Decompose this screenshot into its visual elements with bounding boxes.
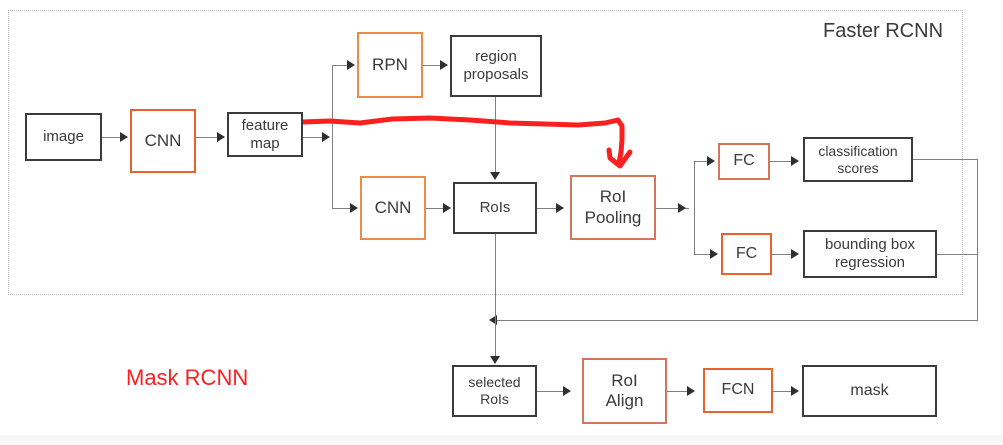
node-fc-bbox[interactable]: FC (721, 233, 772, 275)
node-roi-align-label: RoI Align (605, 370, 644, 410)
arrowhead-cnn-rois-to-rois (443, 203, 451, 213)
arrowhead-feature-map-to-split (322, 132, 330, 142)
edge-roi-pooling-to-fanout (656, 208, 689, 209)
edge-fanout-to-fc-bbox (694, 254, 711, 255)
faster-rcnn-group-frame (8, 10, 963, 295)
node-fcn-label: FCN (721, 381, 755, 399)
node-fc-cls[interactable]: FC (718, 143, 770, 180)
faster-rcnn-title: Faster RCNN (823, 20, 944, 42)
arrowhead-rpn-to-region-proposals (440, 60, 448, 70)
node-rois-label: RoIs (479, 199, 511, 217)
edge-roi-align-to-fcn (667, 391, 689, 392)
node-region-proposals-label: region proposals (463, 48, 529, 83)
edge-fanout-to-fc-cls (694, 161, 709, 162)
node-feature-map-label: feature map (241, 116, 289, 152)
mask-rcnn-title: Mask RCNN (126, 365, 249, 390)
node-roi-align[interactable]: RoI Align (582, 358, 667, 424)
arrowhead-fanout-to-fc-cls (707, 156, 715, 166)
node-region-proposals[interactable]: region proposals (450, 35, 542, 97)
edge-fc-bbox-to-bounding-box-regression (772, 254, 793, 255)
node-roi-pooling-label: RoI Pooling (584, 187, 642, 227)
node-fc-cls-label: FC (733, 152, 755, 170)
edge-cnn-rois-to-rois (426, 208, 445, 209)
split-junction-bus (332, 65, 333, 208)
arrowhead-fanout-to-fc-bbox (710, 249, 718, 259)
node-feature-map[interactable]: feature map (227, 112, 303, 157)
edge-fc-cls-to-classification-scores (770, 161, 792, 162)
arrowhead-split-to-rpn (347, 60, 355, 70)
node-fc-bbox-label: FC (735, 244, 758, 262)
edge-image-to-cnn (102, 137, 122, 138)
node-selected-rois-label: selected RoIs (468, 374, 521, 407)
feedback-bus-vertical (977, 159, 978, 321)
arrowhead-roi-align-to-fcn (687, 386, 695, 396)
edge-rois-to-roi-pooling (537, 208, 560, 209)
node-rois[interactable]: RoIs (453, 182, 537, 234)
arrowhead-rois-to-selected-rois (490, 356, 500, 364)
node-cnn-rois-label: CNN (374, 197, 412, 217)
feedback-bus-horizontal (495, 320, 978, 321)
node-classification-scores[interactable]: classification scores (803, 137, 913, 182)
fanout-junction-bus (694, 161, 695, 254)
arrowhead-cnn-to-feature-map (217, 132, 225, 142)
node-mask-label: mask (850, 381, 889, 399)
edge-cnn-to-feature-map (196, 137, 219, 138)
node-roi-pooling[interactable]: RoI Pooling (570, 175, 656, 240)
arrowhead-image-to-cnn (120, 132, 128, 142)
node-bounding-box-regression[interactable]: bounding box regression (803, 230, 937, 278)
edge-bounding-box-regression-to-bus (937, 254, 978, 255)
node-image-label: image (43, 128, 84, 146)
edge-classification-scores-to-bus (913, 159, 978, 160)
node-cnn-backbone-label: CNN (144, 130, 182, 150)
node-fcn[interactable]: FCN (703, 368, 773, 413)
node-cnn-backbone[interactable]: CNN (130, 109, 196, 173)
node-classification-scores-label: classification scores (818, 142, 898, 176)
arrowhead-fc-bbox-to-bounding-box-regression (791, 249, 799, 259)
arrowhead-feedback-bus-to-selected-rois (489, 315, 497, 325)
edge-rois-to-selected-rois (495, 234, 496, 358)
edge-region-proposals-to-rois (495, 97, 496, 174)
arrowhead-split-to-cnn-rois (350, 203, 358, 213)
arrowhead-region-proposals-to-rois (490, 172, 500, 180)
arrowhead-fcn-to-mask (791, 386, 799, 396)
edge-rpn-to-region-proposals (423, 65, 442, 66)
node-selected-rois[interactable]: selected RoIs (452, 365, 537, 417)
node-cnn-rois[interactable]: CNN (360, 176, 426, 240)
arrowhead-rois-to-roi-pooling (556, 203, 564, 213)
arrowhead-fc-cls-to-classification-scores (791, 156, 799, 166)
node-rpn-label: RPN (372, 54, 408, 74)
node-bounding-box-regression-label: bounding box regression (824, 236, 916, 271)
arrowhead-selected-rois-to-roi-align (563, 386, 571, 396)
edge-selected-rois-to-roi-align (537, 391, 564, 392)
edge-split-to-cnn-rois (332, 208, 352, 209)
edge-split-to-rpn (332, 65, 349, 66)
edge-fcn-to-mask (773, 391, 793, 392)
arrowhead-roi-pooling-to-fanout (678, 203, 686, 213)
node-rpn[interactable]: RPN (357, 32, 423, 98)
node-image[interactable]: image (25, 113, 102, 161)
node-mask[interactable]: mask (802, 365, 937, 417)
